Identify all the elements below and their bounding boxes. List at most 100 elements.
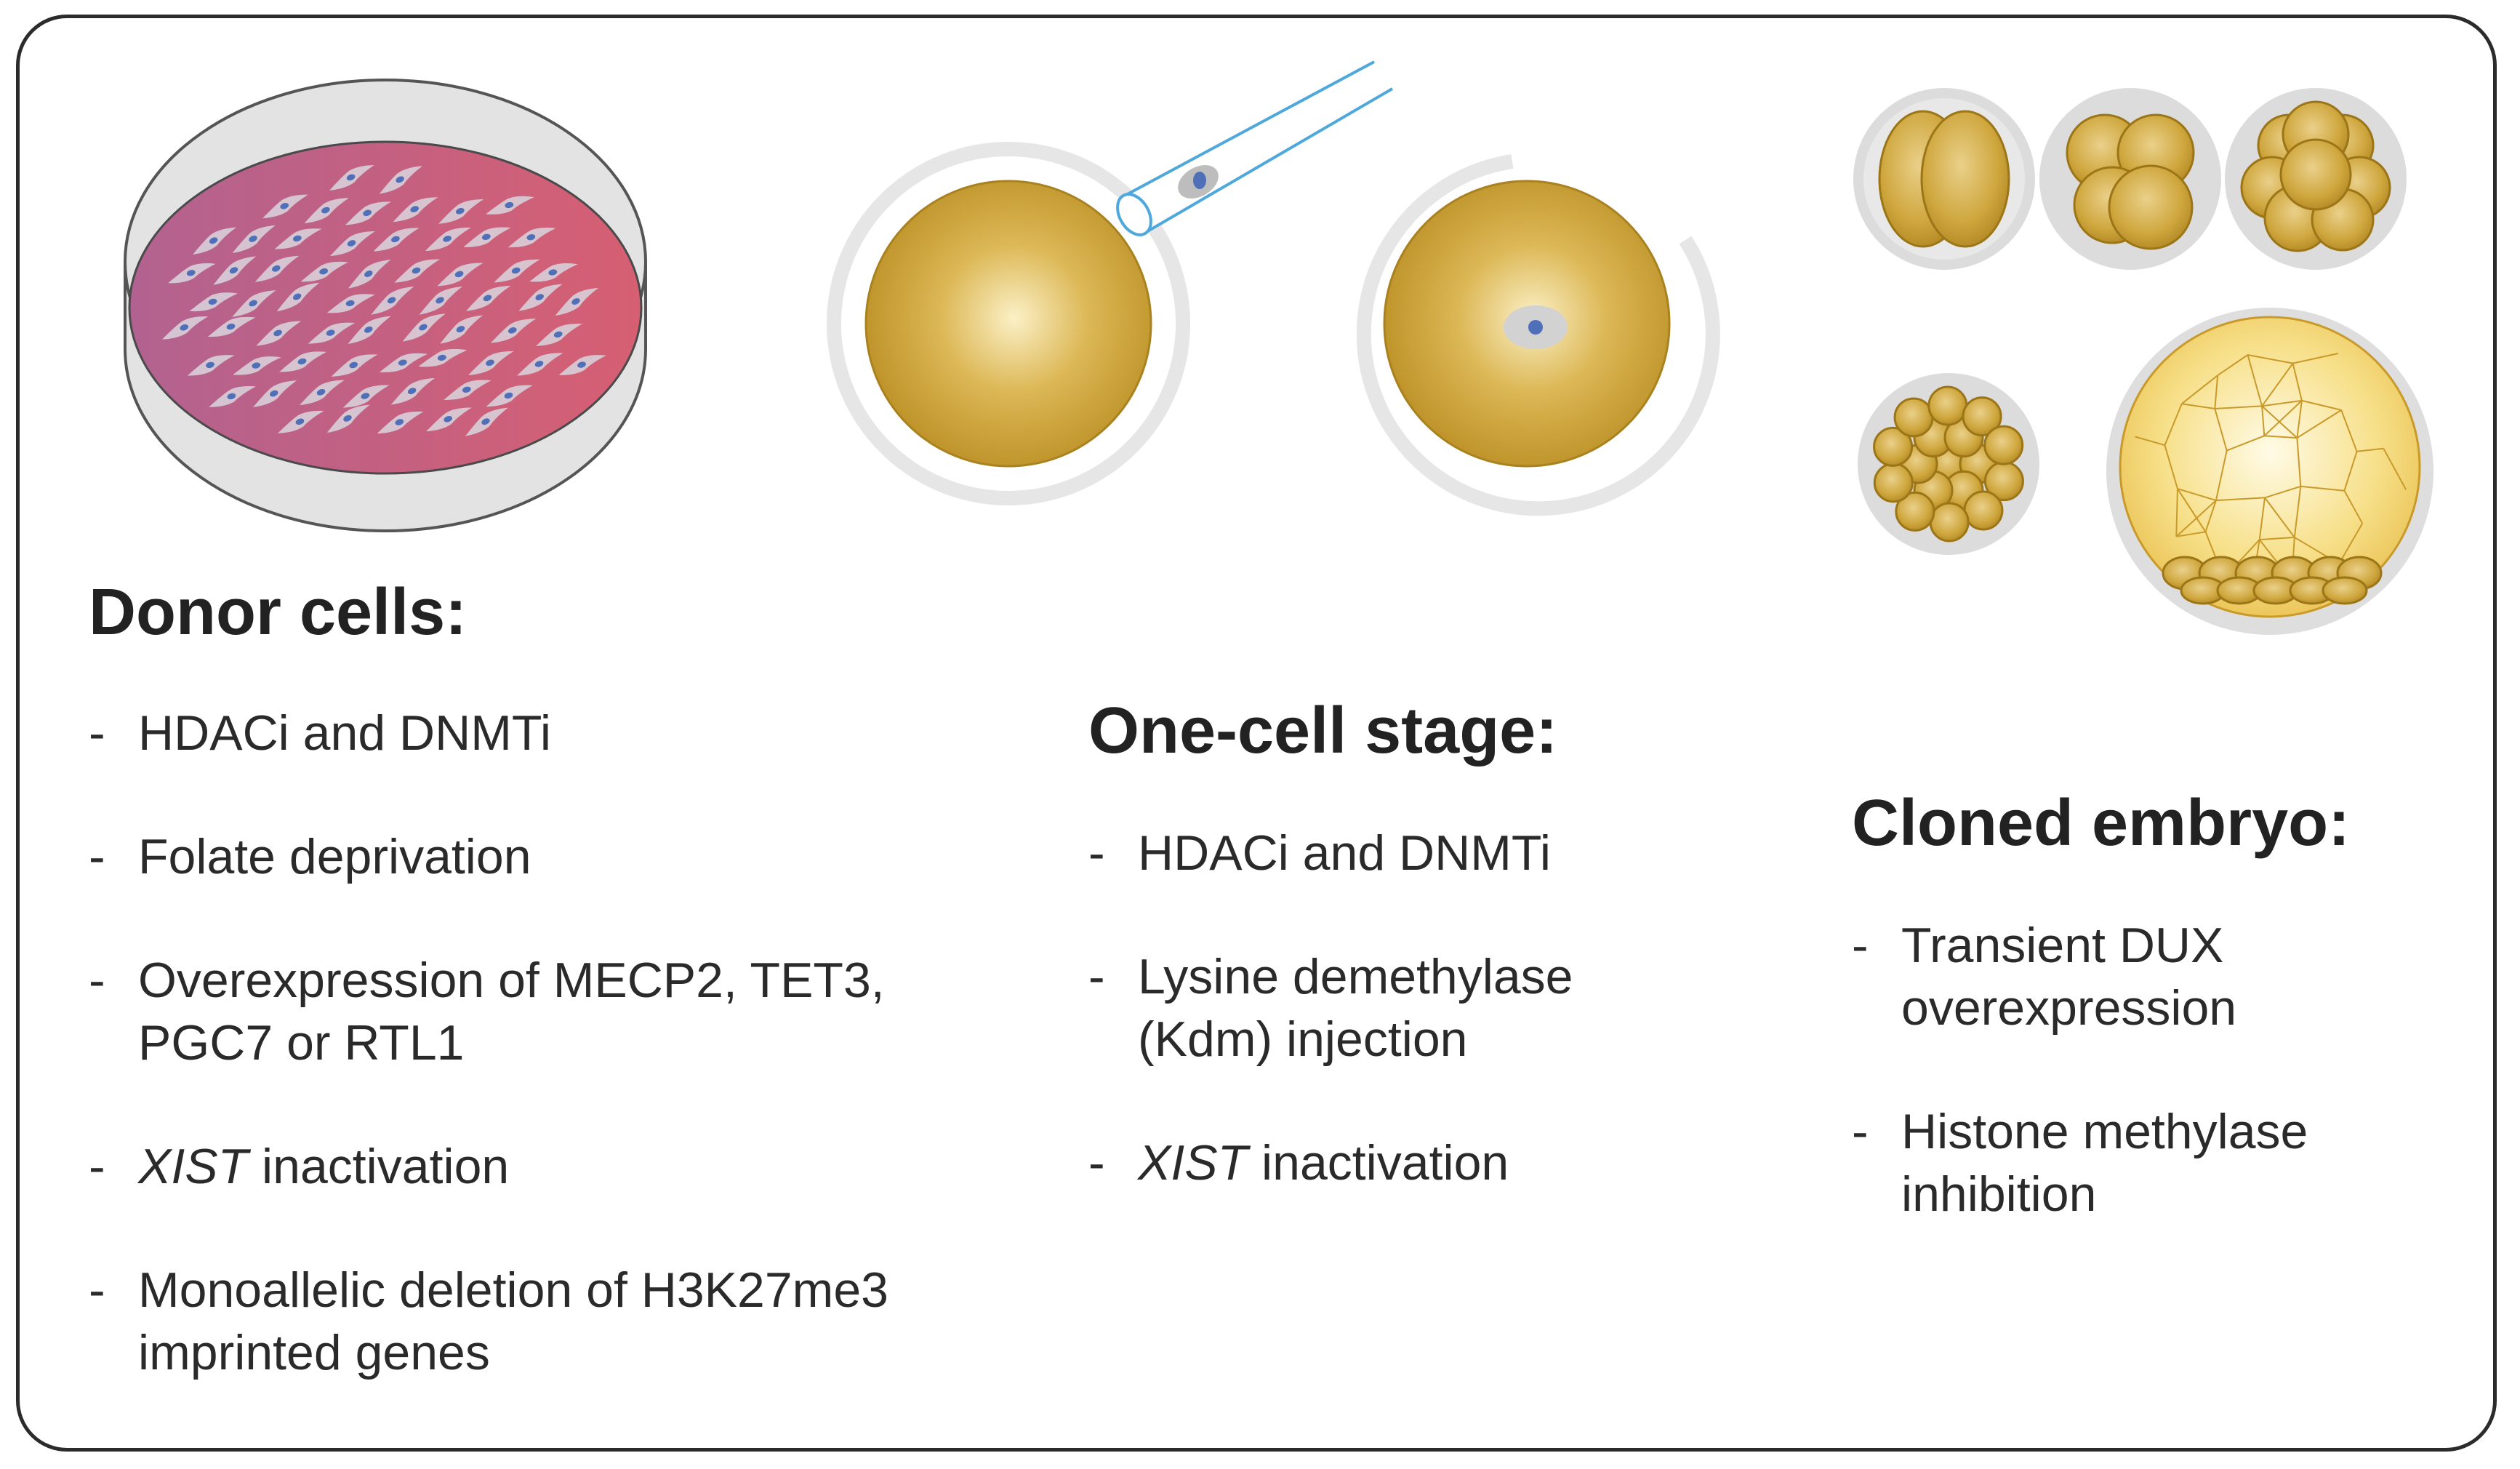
- blastomere: [1983, 425, 2024, 465]
- fibroblast-cell: [418, 348, 468, 367]
- cell-boundary: [2263, 400, 2303, 437]
- cell-boundary: [2292, 353, 2339, 364]
- injection-pipette: [1116, 60, 1394, 236]
- item-text-line2: inhibition: [1901, 1166, 2097, 1222]
- bullet-dash: -: [89, 953, 105, 1008]
- fibroblast-cell: [426, 407, 472, 432]
- fibroblast-cell: [254, 255, 300, 282]
- cell-boundary: [2300, 485, 2345, 492]
- fibroblast-cell: [277, 410, 324, 433]
- fibroblast-cell: [331, 354, 378, 377]
- fibroblast-cell: [326, 294, 375, 313]
- fibroblast-cell: [342, 385, 390, 408]
- cell-boundary: [2226, 435, 2265, 452]
- list-item: -Lysine demethylase(Kdm) injection: [1088, 945, 1852, 1070]
- blastocyst: [2106, 308, 2433, 635]
- fibroblast-cell: [536, 324, 582, 346]
- list-item: -Overexpression of MECP2, TET3, PGC7 or R…: [89, 949, 1107, 1074]
- donor-cells-section: Donor cells: -HDACi and DNMTi -Folate de…: [89, 580, 1107, 1445]
- eight-cell-embryo: [2225, 88, 2407, 270]
- cell-boundary: [2247, 354, 2293, 364]
- item-text-line2: imprinted genes: [138, 1325, 490, 1380]
- fibroblast-cell: [373, 228, 420, 252]
- cell-boundary: [2175, 500, 2217, 537]
- bullet-dash: -: [1852, 1104, 1869, 1159]
- one-cell-stage-heading: One-cell stage:: [1088, 695, 1558, 767]
- fibroblast-cell: [437, 263, 483, 287]
- cell-boundary: [2247, 354, 2263, 407]
- item-text-line2: (Kdm) injection: [1138, 1012, 1468, 1067]
- donor-cells-heading: Donor cells:: [89, 576, 468, 649]
- cell-boundary: [2343, 490, 2364, 524]
- fibroblast-cell: [402, 313, 446, 342]
- oocyte: [864, 180, 1152, 468]
- cell-boundary: [2258, 497, 2266, 540]
- one-cell-stage-section: One-cell stage: -HDACi and DNMTi -Lysine…: [1088, 698, 1852, 1255]
- fibroblast-cell: [193, 227, 237, 255]
- fibroblast-cell: [390, 377, 436, 405]
- fibroblast-cell: [518, 284, 563, 311]
- fibroblast-cell: [379, 166, 423, 194]
- petri-dish: [124, 79, 647, 532]
- inner-cell-mass: [2162, 556, 2383, 605]
- fibroblast-cell: [209, 386, 257, 407]
- item-text-line2: PGC7 or RTL1: [138, 1015, 465, 1070]
- cell-boundary: [2176, 531, 2206, 537]
- cell-boundary: [2264, 497, 2295, 538]
- bullet-dash: -: [89, 1139, 105, 1194]
- fibroblast-cell: [304, 198, 349, 224]
- bullet-dash: -: [89, 1262, 105, 1318]
- cell-boundary: [2264, 485, 2301, 499]
- cell-boundary: [2181, 403, 2215, 409]
- cell-boundary: [2135, 436, 2165, 447]
- cell-boundary: [2164, 403, 2183, 446]
- item-text: inactivation: [1248, 1135, 1509, 1190]
- gene-name-italic: XIST: [1138, 1135, 1248, 1190]
- cell-boundary: [2215, 497, 2266, 502]
- blastomere: [1927, 385, 1968, 426]
- item-text: HDACi and DNMTi: [1138, 825, 1552, 881]
- cell-boundary: [2292, 363, 2303, 401]
- cell-boundary: [2177, 488, 2217, 502]
- cell-boundary: [2175, 489, 2178, 537]
- cell-boundary: [2214, 408, 2228, 451]
- blastomere: [1873, 426, 1914, 467]
- cloned-embryo-heading: Cloned embryo:: [1852, 787, 2351, 860]
- cell-boundary: [2215, 405, 2263, 409]
- item-text-line1: Overexpression of MECP2, TET3,: [138, 953, 885, 1008]
- fibroblast-cell: [207, 316, 256, 337]
- fibroblast-cell: [276, 282, 320, 312]
- fibroblast-cell: [463, 227, 511, 247]
- cell-boundary: [2181, 375, 2218, 404]
- cell-boundary: [2259, 536, 2295, 541]
- fibroblast-cell: [494, 259, 540, 283]
- cell-boundary: [2164, 444, 2178, 489]
- fibroblast-cell: [394, 259, 441, 283]
- fibroblast-cell: [440, 315, 483, 344]
- bullet-dash: -: [89, 705, 105, 761]
- cell-boundary: [2296, 400, 2303, 439]
- cell-boundary: [2177, 488, 2207, 532]
- fibroblast-cell: [348, 316, 391, 345]
- fibroblast-cell: [213, 256, 257, 285]
- cell-boundary: [2296, 438, 2302, 487]
- icm-cell: [2322, 576, 2368, 605]
- cell-boundary: [2343, 451, 2358, 492]
- blastomere: [1962, 396, 2002, 437]
- fibroblast-cell: [529, 263, 578, 282]
- cell-boundary: [2215, 450, 2228, 501]
- fibroblast-cell: [345, 201, 391, 225]
- zona-pellucida-broken: [1356, 154, 1720, 516]
- item-text: inactivation: [248, 1139, 510, 1194]
- fibroblast-cell: [189, 292, 238, 312]
- fibroblast-cell: [279, 351, 327, 372]
- cell-boundary: [2340, 409, 2358, 452]
- item-text: Folate deprivation: [138, 829, 531, 884]
- fibroblast-cell: [329, 231, 375, 257]
- fibroblast-cell: [300, 380, 345, 406]
- fibroblast-cell: [393, 197, 438, 223]
- cell-boundary: [2214, 375, 2219, 409]
- blastomere: [1895, 491, 1935, 532]
